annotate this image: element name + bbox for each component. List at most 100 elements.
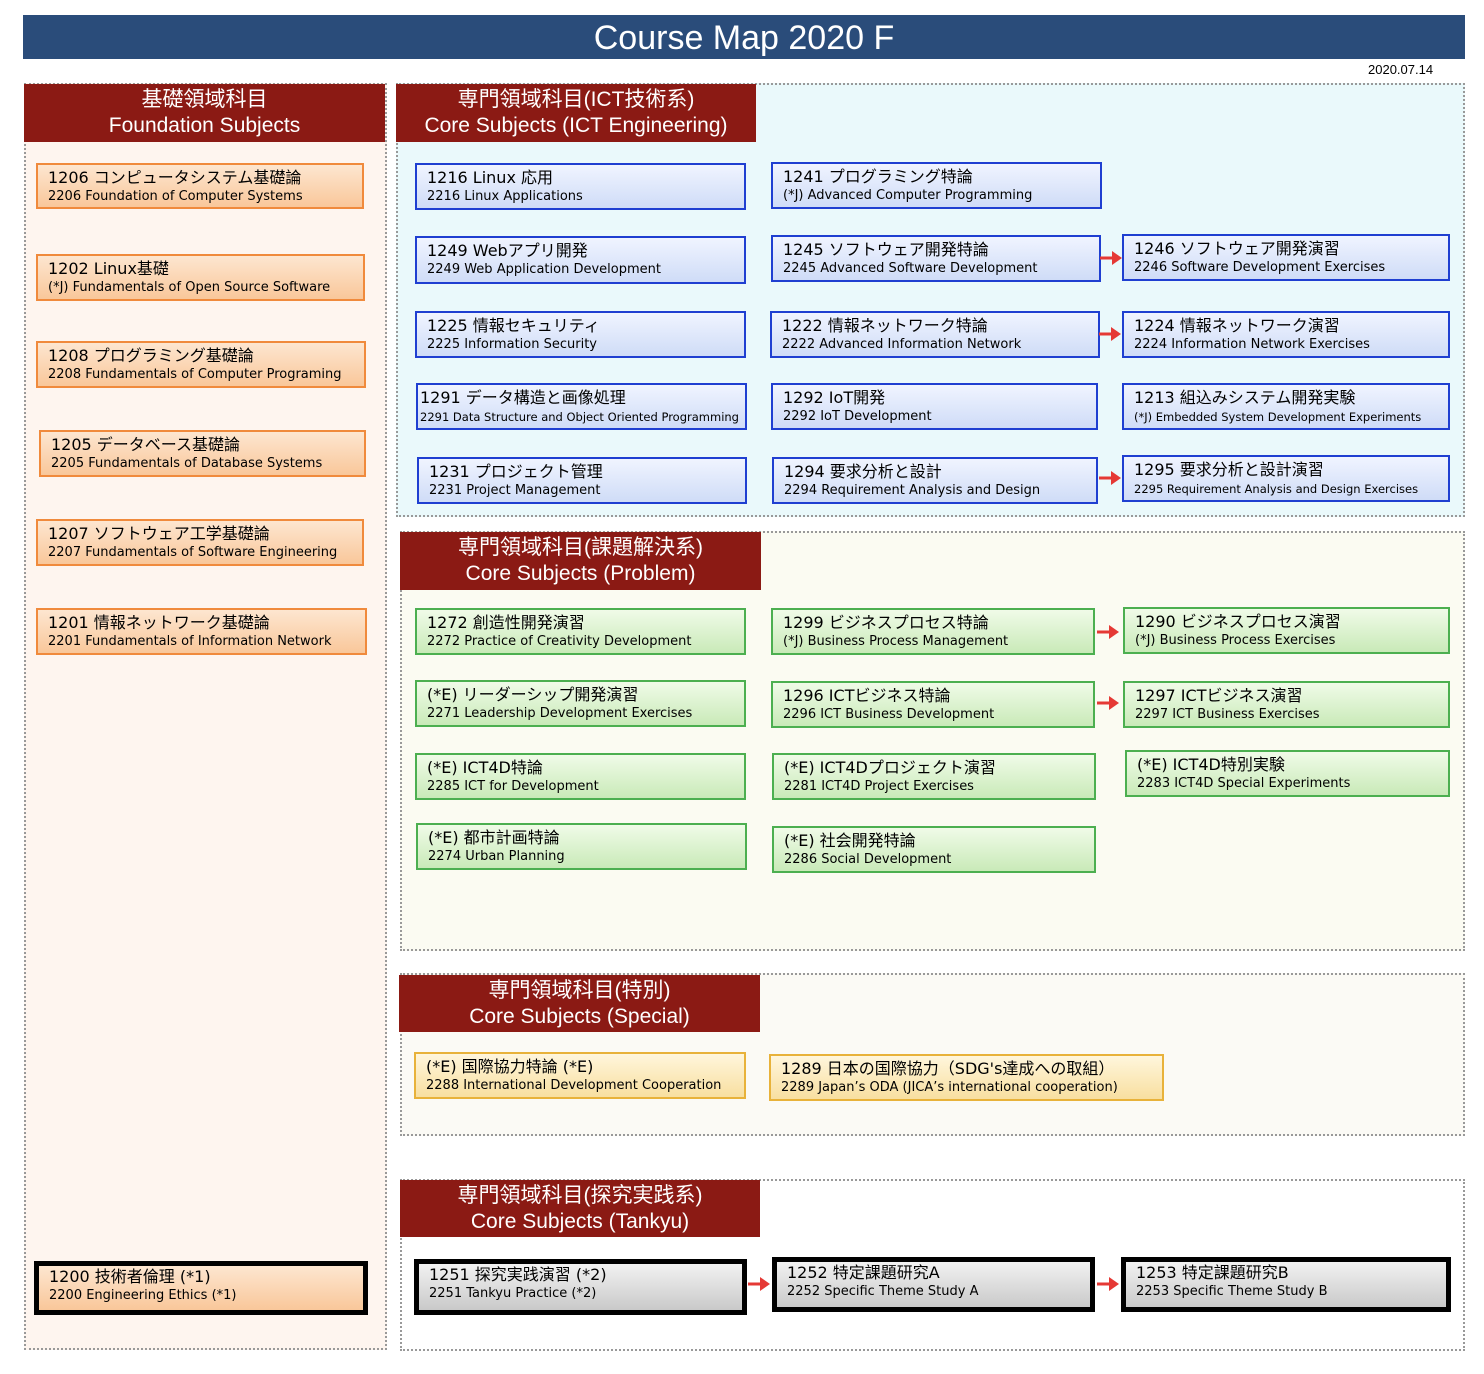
course-1292[interactable]: 1292 IoT開発 2292 IoT Development (771, 383, 1098, 430)
course-1206[interactable]: 1206 コンピュータシステム基礎論 2206 Foundation of Co… (36, 163, 364, 209)
course-title-jp: 1291 データ構造と画像処理 (420, 388, 626, 407)
course-title-en: 2295 Requirement Analysis and Design Exe… (1134, 482, 1419, 496)
course-title-en: 2231 Project Management (429, 483, 601, 498)
course-title-jp: 1297 ICTビジネス演習 (1135, 686, 1303, 705)
course-1249[interactable]: 1249 Webアプリ開発 2249 Web Application Devel… (415, 236, 746, 284)
course-title-en: 2222 Advanced Information Network (782, 337, 1022, 352)
right-arrow-icon (1099, 327, 1121, 341)
course-title-jp: 1289 日本の国際協力（SDG's達成への取組） (781, 1059, 1115, 1078)
course-1290[interactable]: 1290 ビジネスプロセス演習 (*J) Business Process Ex… (1123, 607, 1450, 654)
course-title-en: 2289 Japan’s ODA (JICA’s international c… (781, 1080, 1118, 1095)
special-title-jp: 専門領域科目(特別) (488, 979, 671, 1002)
course-1225[interactable]: 1225 情報セキュリティ 2225 Information Security (415, 311, 746, 358)
course-title-jp: 1222 情報ネットワーク特論 (782, 316, 988, 335)
course-1231[interactable]: 1231 プロジェクト管理 2231 Project Management (417, 457, 747, 504)
course-title-en: (*J) Fundamentals of Open Source Softwar… (48, 280, 331, 295)
course-title-en: 2274 Urban Planning (428, 849, 565, 864)
course-title-en: 2252 Specific Theme Study A (787, 1284, 979, 1299)
course-leadership[interactable]: (*E) リーダーシップ開発演習 2271 Leadership Develop… (415, 680, 746, 727)
course-title-en: 2207 Fundamentals of Software Engineerin… (48, 545, 338, 560)
tankyu-title-en: Core Subjects (Tankyu) (470, 1210, 690, 1233)
course-title-en: 2294 Requirement Analysis and Design (784, 483, 1041, 498)
course-1296[interactable]: 1296 ICTビジネス特論 2296 ICT Business Develop… (771, 681, 1095, 728)
course-title-en: 2281 ICT4D Project Exercises (784, 779, 974, 794)
course-title-jp: 1202 Linux基礎 (48, 259, 169, 278)
course-title-en: 2283 ICT4D Special Experiments (1137, 776, 1351, 791)
course-title-en: 2206 Foundation of Computer Systems (48, 189, 303, 204)
course-title-jp: (*E) 国際協力特論 (*E) (426, 1057, 594, 1076)
course-title-en: 2296 ICT Business Development (783, 707, 995, 722)
course-1200[interactable]: 1200 技術者倫理 (*1) 2200 Engineering Ethics … (34, 1261, 368, 1315)
special-title-en: Core Subjects (Special) (469, 1005, 690, 1028)
course-title-en: 2286 Social Development (784, 852, 952, 867)
course-title-jp: (*E) ICT4D特論 (427, 758, 543, 777)
course-1253[interactable]: 1253 特定課題研究B 2253 Specific Theme Study B (1121, 1257, 1451, 1312)
course-title-jp: 1200 技術者倫理 (*1) (49, 1267, 211, 1286)
course-title-jp: 1224 情報ネットワーク演習 (1134, 316, 1340, 335)
course-1246[interactable]: 1246 ソフトウェア開発演習 2246 Software Developmen… (1122, 234, 1450, 281)
course-title-jp: (*E) ICT4D特別実験 (1137, 755, 1285, 774)
course-ict4d-special[interactable]: (*E) ICT4D特別実験 2283 ICT4D Special Experi… (1125, 750, 1450, 797)
course-title-en: 2225 Information Security (427, 337, 597, 352)
foundation-title-jp: 基礎領域科目 (141, 88, 268, 111)
course-title-jp: 1241 プログラミング特論 (783, 167, 973, 186)
course-title-jp: 1296 ICTビジネス特論 (783, 686, 951, 705)
tankyu-header: 専門領域科目(探究実践系) Core Subjects (Tankyu) (400, 1180, 760, 1237)
course-title-en: (*J) Advanced Computer Programming (783, 188, 1033, 203)
problem-title-en: Core Subjects (Problem) (465, 562, 696, 585)
course-title-jp: 1253 特定課題研究B (1136, 1263, 1289, 1282)
course-1299[interactable]: 1299 ビジネスプロセス特論 (*J) Business Process Ma… (771, 608, 1095, 655)
course-1291[interactable]: 1291 データ構造と画像処理 2291 Data Structure and … (416, 383, 747, 430)
course-title-en: 2201 Fundamentals of Information Network (48, 634, 332, 649)
course-title-en: 2245 Advanced Software Development (783, 261, 1038, 276)
page-title: Course Map 2020 F (23, 15, 1465, 59)
course-1295[interactable]: 1295 要求分析と設計演習 2295 Requirement Analysis… (1122, 455, 1450, 502)
course-title-jp: 1249 Webアプリ開発 (427, 241, 588, 260)
course-1251[interactable]: 1251 探究実践演習 (*2) 2251 Tankyu Practice (*… (414, 1259, 747, 1315)
course-title-jp: 1205 データベース基礎論 (51, 435, 241, 454)
course-social[interactable]: (*E) 社会開発特論 2286 Social Development (772, 826, 1096, 873)
date-label: 2020.07.14 (1368, 62, 1434, 77)
course-1222[interactable]: 1222 情報ネットワーク特論 2222 Advanced Informatio… (770, 311, 1100, 358)
course-title-jp: 1216 Linux 応用 (427, 168, 554, 187)
course-title-en: 2271 Leadership Development Exercises (427, 706, 693, 721)
ict-panel (396, 83, 1465, 517)
course-title-en: 2224 Information Network Exercises (1134, 337, 1370, 352)
course-1216[interactable]: 1216 Linux 応用 2216 Linux Applications (415, 163, 746, 210)
course-1207[interactable]: 1207 ソフトウェア工学基礎論 2207 Fundamentals of So… (36, 519, 364, 566)
course-1245[interactable]: 1245 ソフトウェア開発特論 2245 Advanced Software D… (771, 235, 1101, 282)
course-title-jp: 1294 要求分析と設計 (784, 462, 942, 481)
problem-panel (400, 531, 1465, 951)
course-1297[interactable]: 1297 ICTビジネス演習 2297 ICT Business Exercis… (1123, 681, 1450, 728)
course-title-jp: 1225 情報セキュリティ (427, 316, 600, 335)
problem-header: 専門領域科目(課題解決系) Core Subjects (Problem) (400, 532, 761, 590)
course-title-jp: 1206 コンピュータシステム基礎論 (48, 168, 302, 187)
course-1208[interactable]: 1208 プログラミング基礎論 2208 Fundamentals of Com… (36, 341, 366, 388)
course-1202[interactable]: 1202 Linux基礎 (*J) Fundamentals of Open S… (36, 254, 365, 301)
ict-header: 専門領域科目(ICT技術系) Core Subjects (ICT Engine… (396, 84, 756, 142)
course-1205[interactable]: 1205 データベース基礎論 2205 Fundamentals of Data… (39, 430, 366, 477)
course-1213[interactable]: 1213 組込みシステム開発実験 (*J) Embedded System De… (1122, 383, 1450, 430)
right-arrow-icon (748, 1277, 770, 1291)
course-intl[interactable]: (*E) 国際協力特論 (*E) 2288 International Deve… (414, 1052, 746, 1099)
course-1224[interactable]: 1224 情報ネットワーク演習 2224 Information Network… (1122, 311, 1450, 358)
course-1294[interactable]: 1294 要求分析と設計 2294 Requirement Analysis a… (772, 457, 1098, 504)
tankyu-title-jp: 専門領域科目(探究実践系) (457, 1184, 703, 1207)
course-title-jp: 1272 創造性開発演習 (427, 613, 585, 632)
course-1272[interactable]: 1272 創造性開発演習 2272 Practice of Creativity… (415, 608, 746, 655)
course-ict4d-project[interactable]: (*E) ICT4Dプロジェクト演習 2281 ICT4D Project Ex… (772, 753, 1096, 800)
course-urban[interactable]: (*E) 都市計画特論 2274 Urban Planning (416, 823, 747, 870)
course-1201[interactable]: 1201 情報ネットワーク基礎論 2201 Fundamentals of In… (36, 608, 367, 655)
course-ict4d[interactable]: (*E) ICT4D特論 2285 ICT for Development (415, 753, 746, 800)
course-title-en: 2288 International Development Cooperati… (426, 1078, 722, 1093)
course-title-en: 2285 ICT for Development (427, 779, 599, 794)
right-arrow-icon (1100, 251, 1122, 265)
course-1252[interactable]: 1252 特定課題研究A 2252 Specific Theme Study A (772, 1257, 1095, 1312)
course-1289[interactable]: 1289 日本の国際協力（SDG's達成への取組） 2289 Japan’s O… (769, 1054, 1164, 1101)
course-1241[interactable]: 1241 プログラミング特論 (*J) Advanced Computer Pr… (771, 162, 1102, 209)
course-title-jp: 1245 ソフトウェア開発特論 (783, 240, 989, 259)
course-title-en: 2253 Specific Theme Study B (1136, 1284, 1328, 1299)
ict-title-jp: 専門領域科目(ICT技術系) (457, 88, 695, 111)
course-title-en: (*J) Business Process Management (783, 634, 1009, 649)
course-title-en: 2291 Data Structure and Object Oriented … (420, 410, 739, 424)
